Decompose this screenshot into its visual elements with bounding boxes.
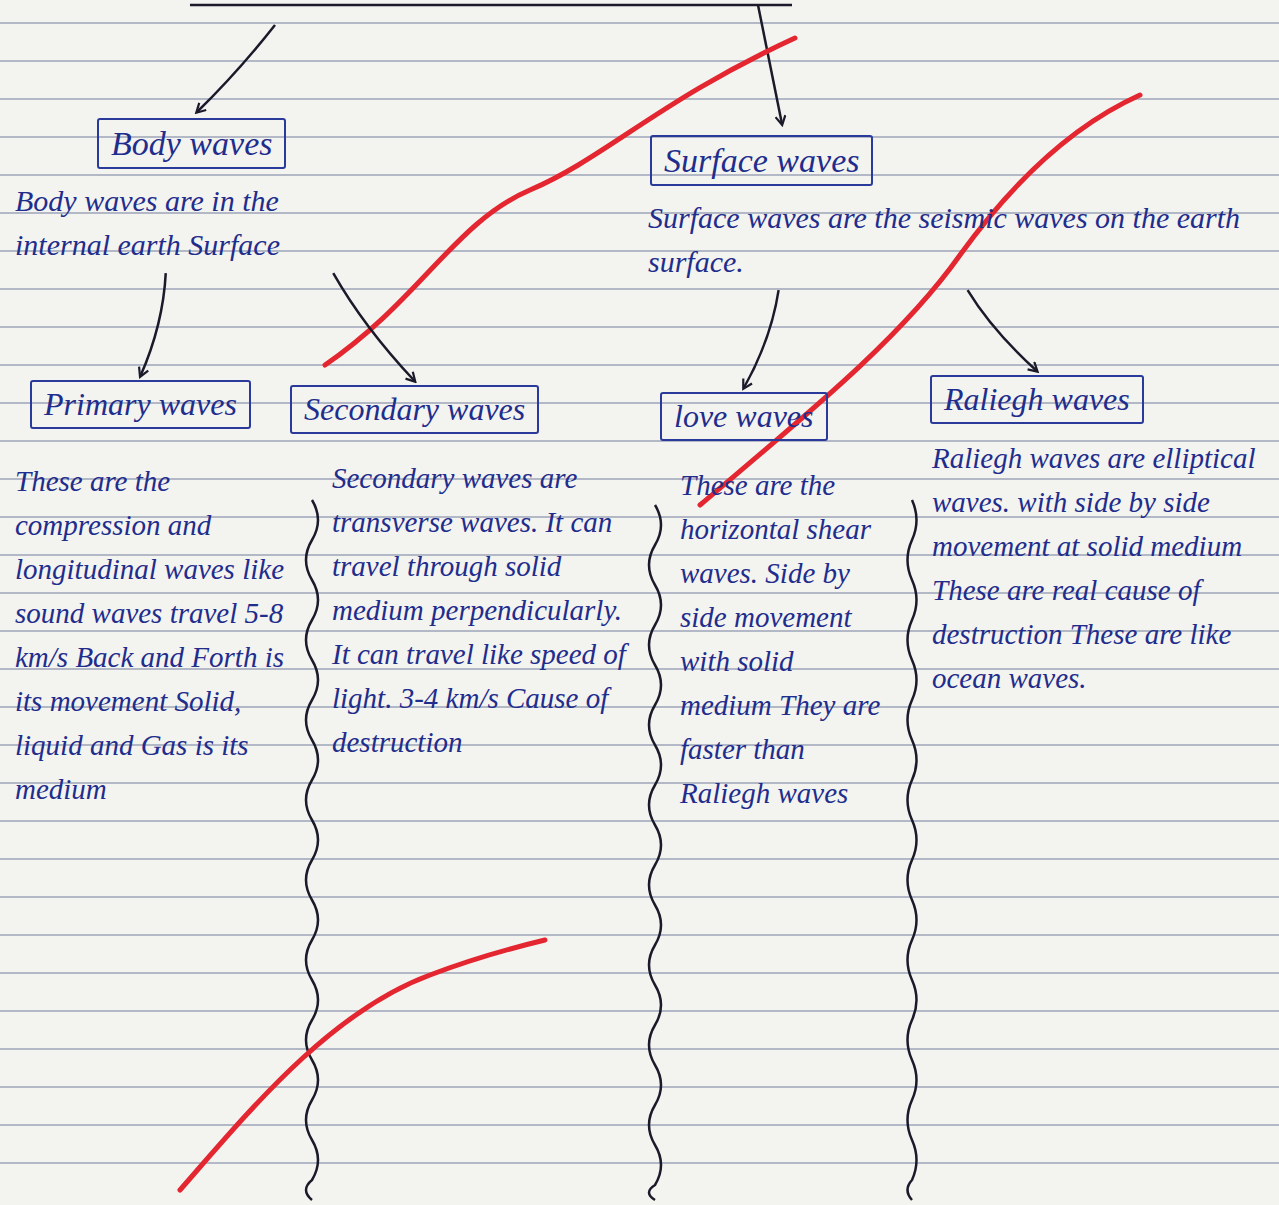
- heading-box: Surface waves: [650, 135, 873, 186]
- description-text: Raliegh waves are elliptical waves. with…: [932, 436, 1268, 700]
- tree-line: [190, 4, 792, 7]
- primary-waves-node: Primary wavesThese are the compression a…: [15, 380, 293, 811]
- tree-connector: [744, 290, 779, 388]
- tree-arrow: [197, 25, 275, 112]
- tree-arrow: [758, 5, 782, 124]
- secondary-waves-node: Secondary wavesSecondary waves are trans…: [290, 385, 640, 764]
- tree-connector: [140, 273, 165, 376]
- heading-box: Raliegh waves: [930, 375, 1144, 424]
- heading-box: Primary waves: [30, 380, 251, 429]
- description-text: Surface waves are the seismic waves on t…: [648, 196, 1268, 284]
- column-brace: [908, 500, 917, 1200]
- heading-box: Secondary waves: [290, 385, 539, 434]
- heading-box: love waves: [660, 392, 828, 441]
- column-brace: [649, 505, 661, 1200]
- surface-waves-node: Surface wavesSurface waves are the seism…: [640, 135, 1270, 284]
- description-text: Body waves are in the internal earth Sur…: [15, 179, 345, 267]
- love-waves-node: love wavesThese are the horizontal shear…: [655, 392, 905, 815]
- description-text: Secondary waves are transverse waves. It…: [332, 456, 628, 764]
- strike-mark: [180, 940, 545, 1190]
- body-waves-node: Body wavesBody waves are in the internal…: [15, 118, 350, 267]
- heading-box: Body waves: [97, 118, 286, 169]
- tree-connector: [333, 273, 414, 381]
- raliegh-waves-node: Raliegh wavesRaliegh waves are elliptica…: [920, 375, 1272, 700]
- description-text: These are the horizontal shear waves. Si…: [680, 463, 892, 815]
- description-text: These are the compression and longitudin…: [15, 459, 290, 811]
- column-brace: [306, 500, 318, 1200]
- tree-connector: [968, 290, 1037, 371]
